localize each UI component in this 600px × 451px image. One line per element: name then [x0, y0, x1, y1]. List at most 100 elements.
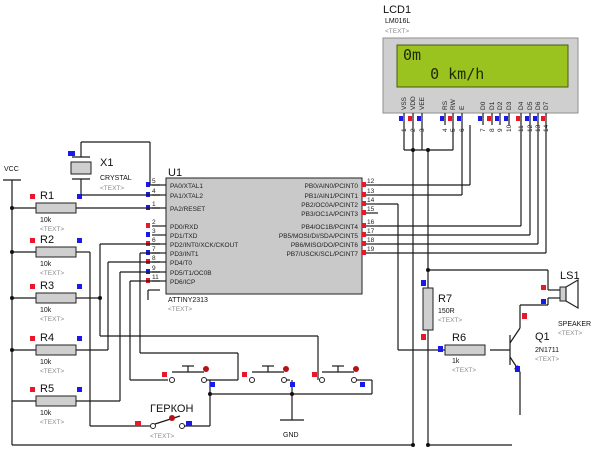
- mcu-pin-name: PB0/AIN0/PCINT0: [305, 183, 359, 190]
- pin-marker: [504, 116, 508, 121]
- transistor-q1[interactable]: Q1 2N1711 <TEXT>: [509, 313, 559, 382]
- mcu-pin-name: PD2/INT0/XCK/CKOUT: [170, 242, 238, 249]
- lcd-designator: LCD1: [383, 4, 411, 16]
- resistor-text-tag: <TEXT>: [40, 270, 64, 277]
- pullup-resistors: R110k<TEXT>R210k<TEXT>R310k<TEXT>R410k<T…: [12, 190, 82, 426]
- resistor-text-tag: <TEXT>: [40, 316, 64, 323]
- pin-marker: [77, 238, 82, 243]
- crystal-text-tag: <TEXT>: [100, 185, 124, 192]
- mcu-pin-name: PA1/XTAL2: [170, 193, 203, 200]
- pin-marker: [360, 382, 365, 387]
- r7-designator: R7: [438, 293, 452, 305]
- mcu-pin-name: PD6/ICP: [170, 279, 195, 286]
- lcd-model: LM016L: [385, 18, 410, 25]
- mcu-pin-name: PA0/XTAL1: [170, 183, 203, 190]
- resistor-r1[interactable]: R1 10k <TEXT>: [12, 190, 82, 233]
- pin-marker: [533, 116, 537, 121]
- pin-marker: [362, 210, 366, 215]
- mcu-pin-name: PB4/OC1B/PCINT4: [301, 224, 358, 231]
- push-button-2[interactable]: [242, 365, 295, 387]
- q1-model: 2N1711: [535, 347, 559, 354]
- pin-marker: [77, 387, 82, 392]
- lcd-line-2: 0 km/h: [403, 65, 484, 83]
- resistor-designator: R4: [40, 332, 54, 344]
- crystal-x1[interactable]: X1 CRYSTAL <TEXT>: [68, 142, 132, 195]
- mcu-pin-name: PB1/AIN1/PCINT1: [305, 193, 359, 200]
- push-button-3[interactable]: [312, 365, 365, 387]
- pin-marker: [77, 194, 82, 199]
- pin-marker: [30, 336, 35, 341]
- pin-marker: [362, 192, 366, 197]
- lcd-pin-label: VSS: [401, 96, 408, 110]
- mcu-pin-number: 11: [152, 274, 159, 281]
- lcd-pin-label: D7: [543, 101, 550, 110]
- mcu-pin-name: PD3/INT1: [170, 251, 199, 258]
- pin-marker: [146, 223, 150, 228]
- lcd-pin-label: D4: [518, 101, 525, 110]
- pin-marker: [362, 232, 366, 237]
- mcu-pin-name: PB5/MOSI/DI/SDA/PCINT5: [279, 233, 358, 240]
- mcu-pin-name: PB2/OC0A/PCINT2: [301, 202, 358, 209]
- reed-switch-text-tag: <TEXT>: [150, 433, 174, 440]
- lcd-pin-number: 9: [497, 128, 504, 132]
- mcu-pin-number: 14: [367, 197, 375, 204]
- lcd-display[interactable]: LCD1 LM016L <TEXT> 0m 0 km/h VSS1VDD2VEE…: [382, 4, 579, 132]
- resistor-r6[interactable]: R6 1k <TEXT>: [438, 332, 486, 374]
- resistor-value: 10k: [40, 217, 52, 224]
- mcu-attiny2313[interactable]: U1 5PA0/XTAL14PA1/XTAL21PA2/RESET2PD0/RX…: [146, 167, 378, 313]
- pin-marker: [525, 116, 529, 121]
- lcd-screen: [396, 44, 569, 88]
- mcu-text-tag: <TEXT>: [168, 306, 192, 313]
- lcd-pin-label: D3: [506, 101, 513, 110]
- pin-marker: [440, 116, 444, 121]
- mcu-pin-number: 17: [367, 228, 375, 235]
- reed-switch[interactable]: ГЕРКОН <TEXT>: [135, 403, 193, 440]
- mcu-pin-number: 8: [152, 255, 156, 262]
- speaker-ls1[interactable]: LS1 SPEAKER <TEXT>: [541, 270, 591, 337]
- resistor-value: 10k: [40, 359, 52, 366]
- lcd-pin-label: D5: [527, 101, 534, 110]
- mcu-pin-number: 2: [152, 219, 156, 226]
- resistor-text-tag: <TEXT>: [40, 226, 64, 233]
- mcu-pin-name: PD5/T1/OC0B: [170, 270, 212, 277]
- mcu-pin-number: 4: [152, 188, 156, 195]
- lcd-pin-number: 8: [489, 128, 496, 132]
- mcu-pin-number: 3: [152, 228, 156, 235]
- resistor-designator: R5: [40, 383, 54, 395]
- speaker-designator: LS1: [560, 270, 580, 282]
- lcd-pin-label: RS: [442, 100, 449, 110]
- mcu-pin-number: 5: [152, 178, 156, 185]
- mcu-pin-number: 1: [152, 201, 156, 208]
- button-actuator[interactable]: [203, 366, 209, 372]
- r6-designator: R6: [452, 332, 466, 344]
- ground-symbol: GND: [280, 419, 304, 439]
- mcu-right-pins: 12PB0/AIN0/PCINT013PB1/AIN1/PCINT114PB2/…: [279, 178, 378, 258]
- ground-label: GND: [283, 432, 299, 439]
- button-actuator[interactable]: [353, 366, 359, 372]
- lcd-pin-label: VEE: [419, 96, 426, 110]
- pin-marker: [541, 116, 545, 121]
- r7-text-tag: <TEXT>: [438, 317, 462, 324]
- lcd-pin-label: D1: [489, 101, 496, 110]
- resistor-designator: R1: [40, 190, 54, 202]
- pin-marker: [210, 382, 215, 387]
- pin-marker: [417, 116, 421, 121]
- lcd-pin-label: VDD: [410, 96, 417, 110]
- push-button-1[interactable]: [162, 365, 215, 387]
- mcu-pin-name: PA2/RESET: [170, 206, 205, 213]
- junction-dots: [10, 148, 430, 447]
- r7-value: 150R: [438, 308, 455, 315]
- pin-marker: [448, 116, 452, 121]
- resistor-r7[interactable]: R7 150R <TEXT>: [421, 280, 462, 340]
- pin-marker: [487, 116, 491, 121]
- mcu-pin-name: PD1/TXD: [170, 233, 198, 240]
- button-actuator[interactable]: [283, 366, 289, 372]
- mcu-pin-number: 13: [367, 188, 375, 195]
- pin-marker: [30, 387, 35, 392]
- q1-designator: Q1: [535, 331, 550, 343]
